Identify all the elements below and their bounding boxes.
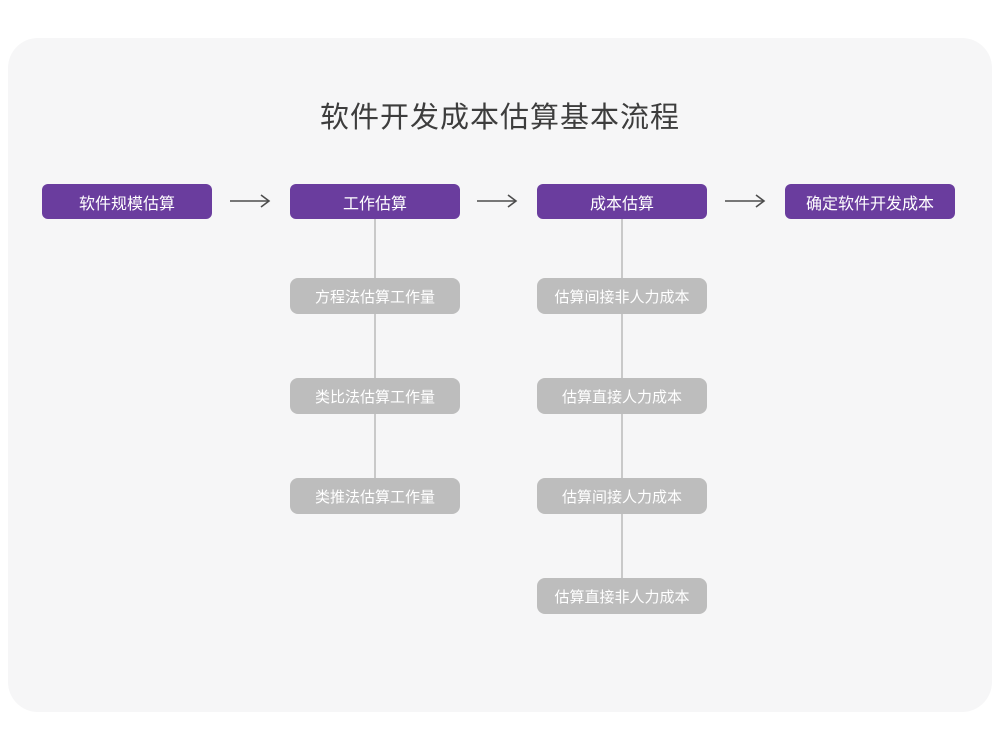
flow-node-label: 成本估算 (589, 195, 654, 213)
subnode-label: 估算直接非人力成本 (554, 588, 690, 606)
right-arrow-icon (230, 194, 271, 208)
subnode-equation-method: 方程法估算工作量 (290, 278, 460, 314)
subnode-label: 方程法估算工作量 (314, 288, 435, 306)
subnode-label: 估算直接人力成本 (561, 388, 682, 406)
right-arrow-icon (477, 194, 518, 208)
subnode-analogy-method: 类比法估算工作量 (290, 378, 460, 414)
subnode-direct-nonlabor-cost: 估算直接非人力成本 (537, 578, 707, 614)
flow-node-work-estimation: 工作估算 (290, 184, 460, 219)
subnode-label: 类比法估算工作量 (314, 388, 435, 406)
diagram-title: 软件开发成本估算基本流程 (319, 102, 680, 134)
diagram-card (8, 38, 992, 712)
subnode-label: 估算间接非人力成本 (554, 288, 690, 306)
flow-node-determine-dev-cost: 确定软件开发成本 (785, 184, 955, 219)
subnode-indirect-nonlabor-cost: 估算间接非人力成本 (537, 278, 707, 314)
subnode-indirect-labor-cost: 估算间接人力成本 (537, 478, 707, 514)
flow-node-label: 软件规模估算 (78, 195, 175, 213)
flow-node-software-scale-estimation: 软件规模估算 (42, 184, 212, 219)
subnode-direct-labor-cost: 估算直接人力成本 (537, 378, 707, 414)
flow-node-label: 工作估算 (342, 195, 407, 213)
subnode-label: 类推法估算工作量 (314, 488, 435, 506)
subnode-label: 估算间接人力成本 (561, 488, 682, 506)
flow-node-cost-estimation: 成本估算 (537, 184, 707, 219)
right-arrow-icon (725, 194, 766, 208)
subnode-extrapolation-method: 类推法估算工作量 (290, 478, 460, 514)
work-substeps-connector-line (374, 219, 376, 481)
flow-node-label: 确定软件开发成本 (805, 195, 934, 213)
